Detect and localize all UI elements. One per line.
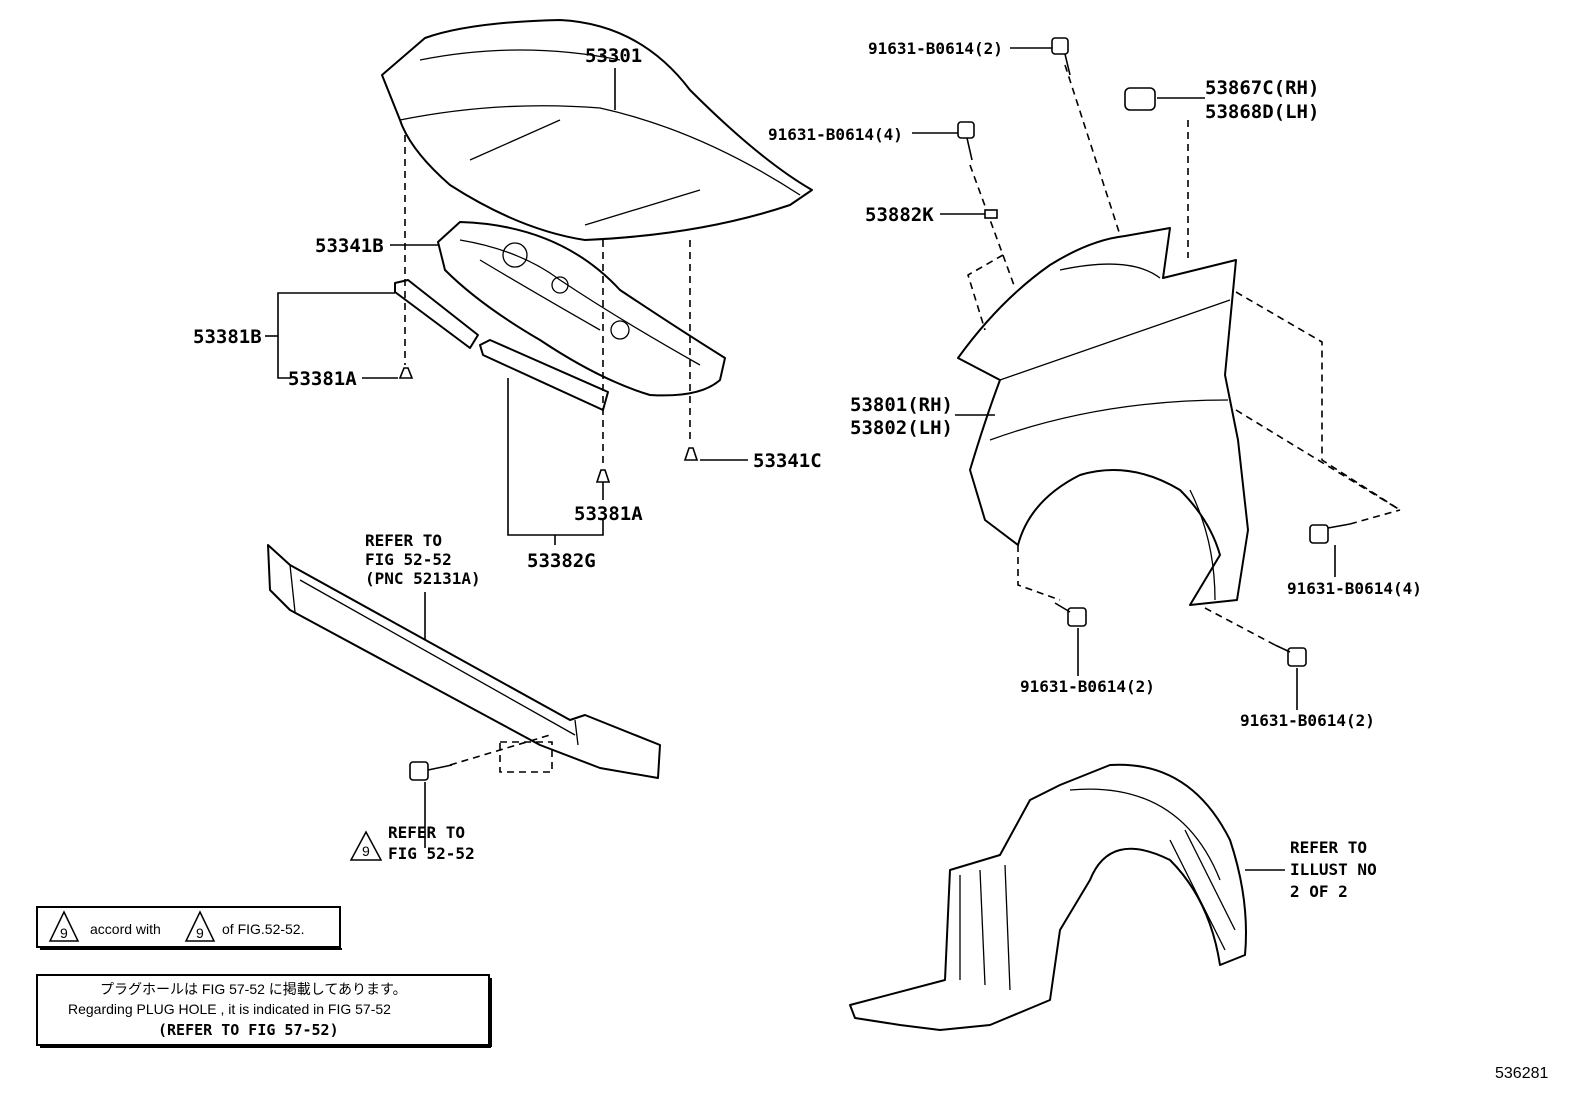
clip-left-fastener[interactable] [398,367,414,379]
label-seal-lower: 53382G [527,550,596,572]
label-bolt-bottom-right: 91631-B0614(2) [1240,711,1375,730]
label-clip-left: 53381A [288,368,357,390]
refer-bumper-line3: (PNC 52131A) [365,569,481,588]
label-bolt-upper: 91631-B0614(4) [768,125,903,144]
label-hood: 53301 [585,45,642,67]
svg-text:Regarding PLUG HOLE , it is in: Regarding PLUG HOLE , it is indicated in… [68,1001,391,1017]
hood-seal-lower[interactable] [479,339,609,411]
label-fender-lh: 53802(LH) [850,417,953,439]
hood-insulator-part[interactable] [437,221,726,397]
refer-liner-line2: ILLUST NO [1290,860,1377,879]
refer-bolt-line2: FIG 52-52 [388,844,475,863]
label-fender-clip-lh: 53868D(LH) [1205,101,1319,123]
label-hood-insulator: 53341B [315,235,384,257]
hood-seal-front[interactable] [394,279,479,349]
clip-center-fastener[interactable] [595,469,611,483]
label-bolt-bottom-left: 91631-B0614(2) [1020,677,1155,696]
svg-text:プラグホールは FIG 57-52 に掲載してあります。: プラグホールは FIG 57-52 に掲載してあります。 [100,981,407,997]
label-bolt-top: 91631-B0614(2) [868,39,1003,58]
fender-clip-fastener[interactable] [1124,87,1156,111]
note-plug-box: プラグホールは FIG 57-52 に掲載してあります。 Regarding P… [36,974,492,1048]
bolt-top-fastener[interactable] [1051,37,1071,76]
bolt-bottom-right-fastener[interactable] [1274,644,1307,667]
refer-liner-line3: 2 OF 2 [1290,882,1348,901]
refer-liner-line1: REFER TO [1290,838,1367,857]
svg-text:9: 9 [60,925,68,941]
label-clip-center: 53381A [574,503,643,525]
warning-mark-icon [48,910,80,942]
label-fender-pad: 53882K [865,204,934,226]
label-hood-seal-set: 53381B [193,326,262,348]
warning-mark-icon [184,910,216,942]
illustration-id: 536281 [1495,1065,1548,1082]
svg-text:9: 9 [362,843,370,859]
fender-pad-part[interactable] [984,209,998,219]
svg-text:of FIG.52-52.: of FIG.52-52. [222,921,304,937]
label-bolt-right: 91631-B0614(4) [1287,579,1422,598]
label-fender-clip-rh: 53867C(RH) [1205,77,1319,99]
bumper-bolt-fastener[interactable] [409,761,453,781]
hood-clip-right-fastener[interactable] [683,447,699,461]
svg-text:accord with: accord with [90,921,161,937]
fender-liner-part[interactable] [849,763,1247,1031]
refer-bumper-line2: FIG 52-52 [365,550,452,569]
refer-bumper-line1: REFER TO [365,531,442,550]
refer-bolt-line1: REFER TO [388,823,465,842]
bumper-reinforcement-part[interactable] [267,544,661,779]
bolt-bottom-left-fastener[interactable] [1054,602,1087,627]
svg-text:9: 9 [196,925,204,941]
fender-part[interactable] [957,227,1249,606]
bolt-right-fastener[interactable] [1309,523,1351,544]
warning-mark-icon [349,830,383,861]
label-fender-rh: 53801(RH) [850,394,953,416]
bolt-upper-fastener[interactable] [957,121,975,161]
svg-text:(REFER TO FIG 57-52): (REFER TO FIG 57-52) [158,1021,339,1039]
label-hood-clip-right: 53341C [753,450,822,472]
hood-part[interactable] [381,19,813,241]
note-accord-box: 9 accord with 9 of FIG.52-52. [36,906,342,950]
